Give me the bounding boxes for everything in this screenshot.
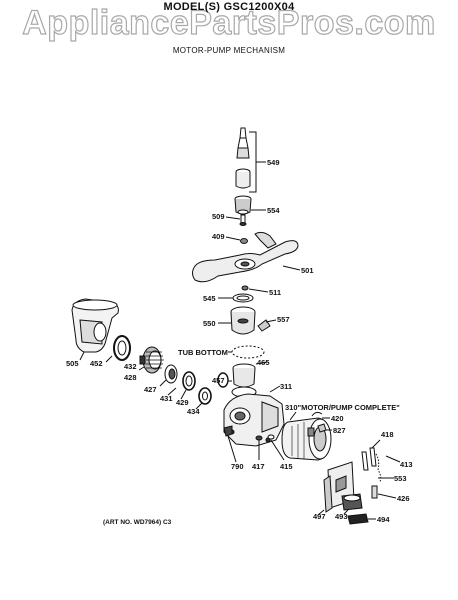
part-429-ring[interactable] [183, 372, 195, 390]
part-790-screw[interactable] [224, 426, 232, 436]
part-452-gasket-ring[interactable] [114, 336, 130, 360]
callout-509[interactable]: 509 [212, 212, 225, 221]
part-426-clip[interactable] [372, 486, 377, 498]
callout-545[interactable]: 545 [203, 294, 216, 303]
callout-tub-bottom[interactable]: TUB BOTTOM [178, 348, 228, 357]
part-418-terminal[interactable] [362, 448, 381, 482]
part-501-lower-spray-arm[interactable] [193, 232, 299, 281]
callout-417[interactable]: 417 [252, 462, 265, 471]
part-494-grommet[interactable] [348, 514, 368, 524]
callout-311[interactable]: 311 [280, 382, 293, 391]
part-493-mount[interactable] [342, 494, 362, 510]
part-554-nut[interactable] [235, 196, 251, 214]
callout-413[interactable]: 413 [400, 460, 413, 469]
callout-457[interactable]: 457 [212, 376, 225, 385]
part-509-screw[interactable] [240, 215, 246, 226]
callout-550[interactable]: 550 [203, 319, 216, 328]
callout-310[interactable]: 310"MOTOR/PUMP COMPLETE" [285, 403, 400, 412]
part-tub-bottom-ring[interactable] [232, 346, 264, 358]
callout-501[interactable]: 501 [301, 266, 314, 275]
callout-497[interactable]: 497 [313, 512, 326, 521]
callout-452[interactable]: 452 [90, 359, 103, 368]
callout-420[interactable]: 420 [331, 414, 344, 423]
callout-415[interactable]: 415 [280, 462, 293, 471]
callout-428[interactable]: 428 [124, 373, 137, 382]
part-417-screw[interactable] [256, 436, 262, 440]
callout-493[interactable]: 493 [335, 512, 348, 521]
callout-511[interactable]: 511 [269, 288, 282, 297]
callout-557[interactable]: 557 [277, 315, 290, 324]
callout-549[interactable]: 549 [267, 158, 280, 167]
callout-409[interactable]: 409 [212, 232, 225, 241]
part-311-pump-housing[interactable] [224, 394, 284, 446]
callout-790[interactable]: 790 [231, 462, 244, 471]
part-465-collar[interactable] [232, 364, 256, 397]
callout-827[interactable]: 827 [333, 426, 346, 435]
callout-465[interactable]: 465 [257, 358, 270, 367]
part-557-clip[interactable] [258, 320, 270, 331]
part-432-428-impeller[interactable] [140, 347, 164, 373]
callout-418[interactable]: 418 [381, 430, 394, 439]
part-457-seal-ring[interactable] [218, 373, 228, 387]
part-415-washer[interactable] [268, 435, 274, 439]
section-title: MOTOR-PUMP MECHANISM [172, 46, 286, 55]
part-427-seal[interactable] [165, 365, 177, 383]
part-550-hub[interactable] [231, 307, 255, 334]
callout-432[interactable]: 432 [124, 362, 137, 371]
part-310-motor[interactable] [282, 418, 331, 460]
part-511-washer[interactable] [242, 286, 248, 290]
part-505-sump-housing[interactable] [72, 299, 118, 352]
callout-553[interactable]: 553 [394, 474, 407, 483]
part-545-gasket[interactable] [233, 294, 253, 302]
callout-429[interactable]: 429 [176, 398, 189, 407]
part-549-spray-tower[interactable] [236, 128, 256, 192]
part-827-connector[interactable] [318, 424, 326, 432]
callout-427[interactable]: 427 [144, 385, 157, 394]
part-420-wire-clip[interactable] [312, 412, 322, 416]
part-434-washer[interactable] [199, 388, 211, 404]
callout-426[interactable]: 426 [397, 494, 410, 503]
callout-505[interactable]: 505 [66, 359, 79, 368]
art-number: (ART NO. WD7964) C3 [103, 519, 172, 526]
model-title: MODEL(S) GSC1200X04 [163, 1, 295, 13]
callout-494[interactable]: 494 [377, 515, 390, 524]
callout-554[interactable]: 554 [267, 206, 280, 215]
part-497-bracket[interactable] [324, 476, 332, 512]
part-409-bearing[interactable] [241, 239, 248, 244]
callout-434[interactable]: 434 [187, 407, 200, 416]
callout-431[interactable]: 431 [160, 394, 173, 403]
